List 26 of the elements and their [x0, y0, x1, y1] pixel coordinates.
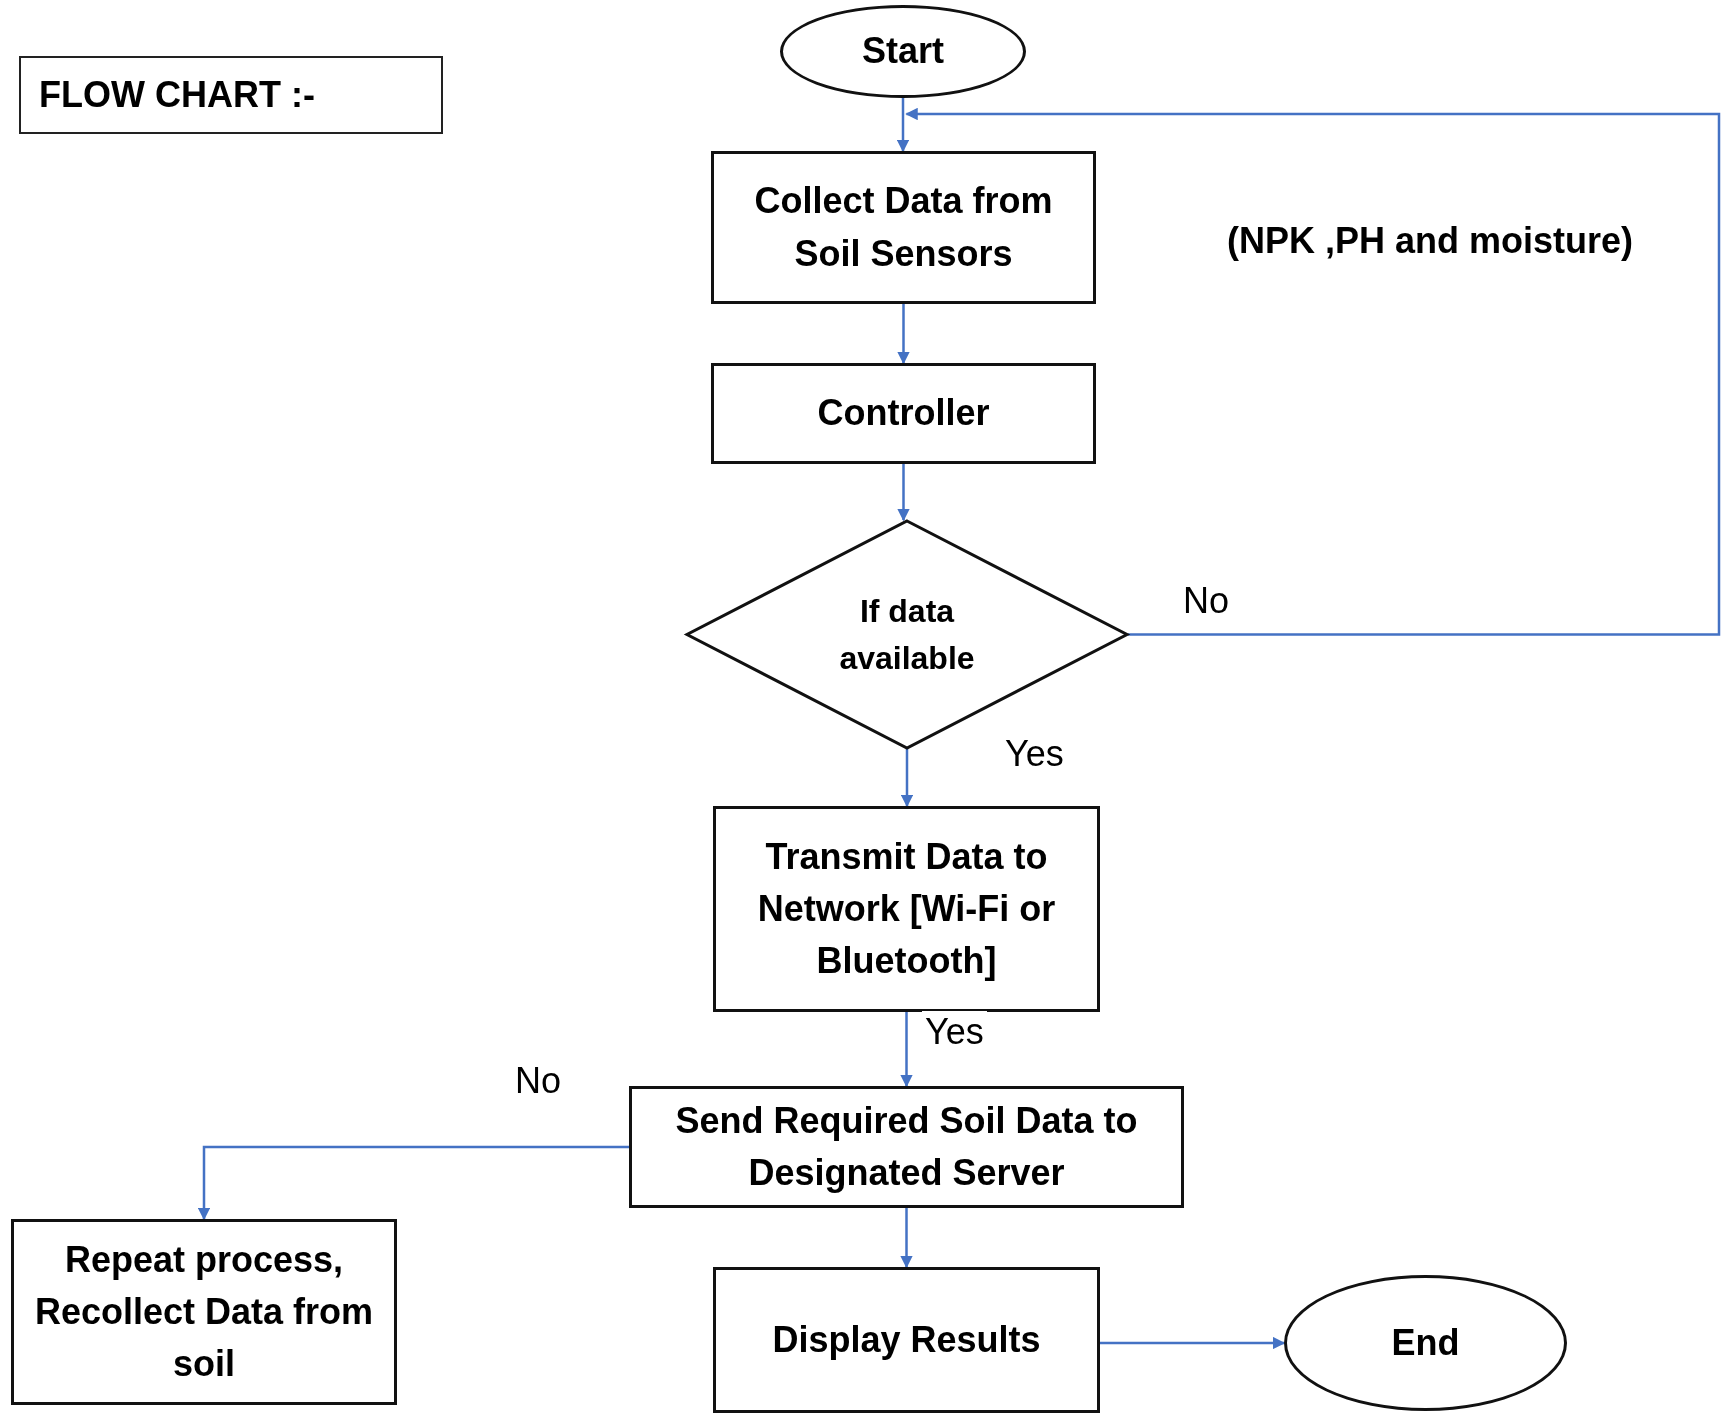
- node-label: End: [1391, 1320, 1460, 1365]
- arrow: [900, 1012, 913, 1088]
- node-label: Display Results: [772, 1317, 1041, 1362]
- note: (NPK ,PH and moisture): [1227, 220, 1634, 262]
- node-label: Controller: [817, 391, 990, 436]
- arrow: [905, 107, 1721, 636]
- process-box: [711, 151, 1096, 304]
- arrow: [900, 749, 914, 808]
- arrow: [897, 464, 910, 522]
- node-label: Send Required Soil Data to Designated Server: [674, 1098, 1139, 1195]
- node-label: Start: [862, 29, 944, 74]
- heading: FLOW CHART :-: [19, 56, 443, 134]
- process-box: [713, 806, 1100, 1012]
- arrow: [897, 304, 910, 365]
- process-box: [629, 1086, 1184, 1208]
- node-label: If data available: [838, 592, 976, 678]
- arrow: [896, 98, 910, 153]
- arrow: [900, 1208, 913, 1269]
- arrow: [1100, 1336, 1286, 1350]
- process-box: [713, 1267, 1100, 1413]
- arrow: [197, 1145, 629, 1221]
- node-label: Transmit Data to Network [Wi-Fi or Bluetooth]: [756, 834, 1057, 984]
- process-box: [711, 363, 1096, 464]
- node-label: Repeat process, Recollect Data from soil: [33, 1237, 375, 1387]
- process-box: [11, 1219, 397, 1405]
- node-label: Collect Data from Soil Sensors: [753, 179, 1054, 276]
